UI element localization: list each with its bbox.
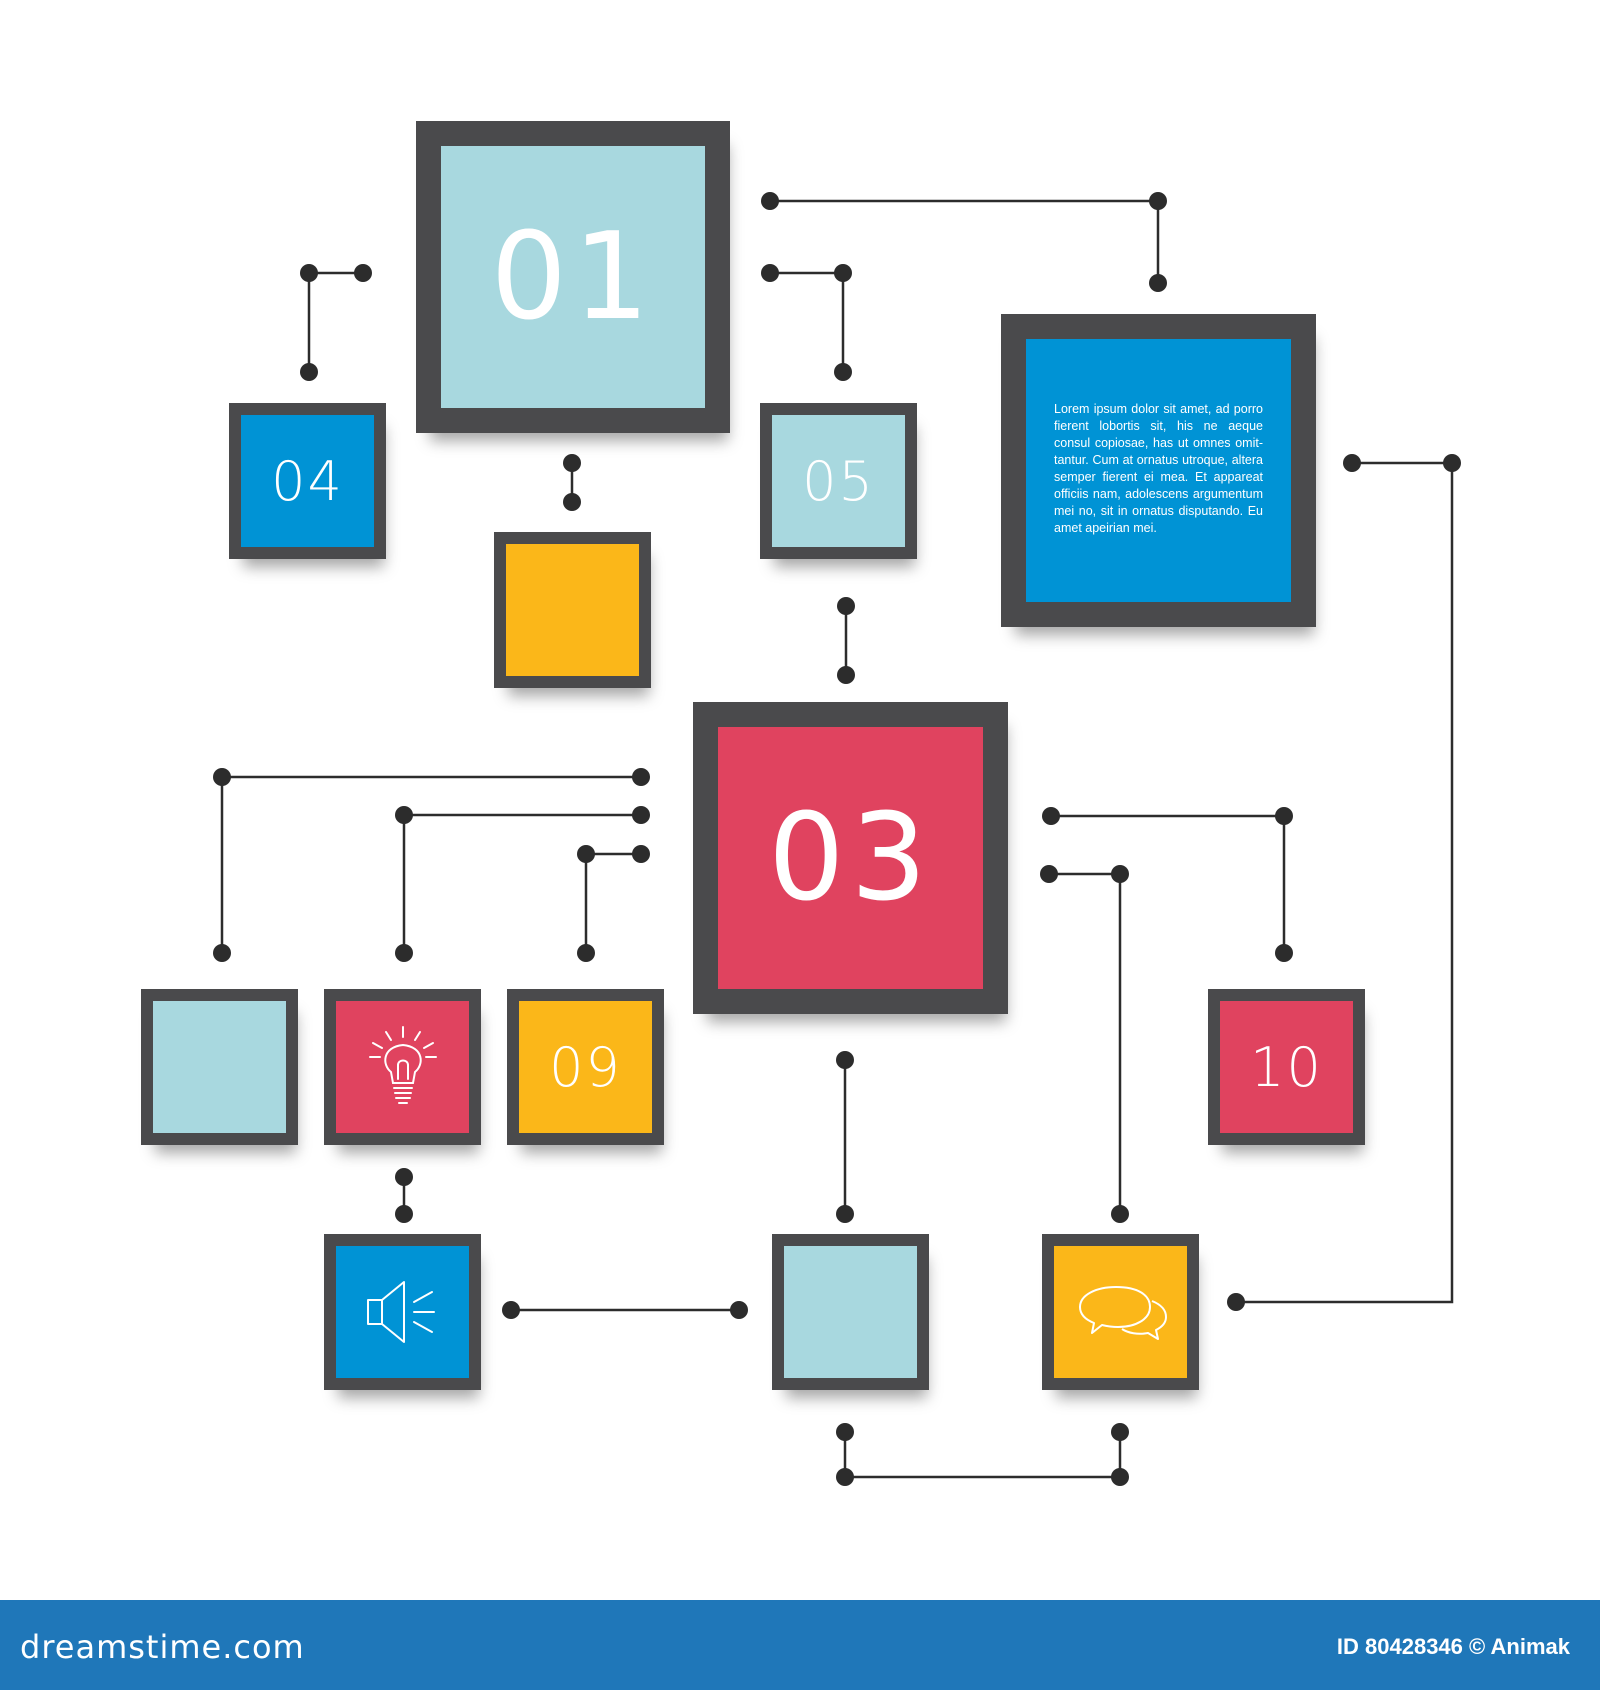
box-05: 05 [760,403,917,559]
box-10-number: 10 [1250,1035,1323,1099]
connector-01-05 [770,271,845,372]
chat-bubbles-icon [1078,1286,1167,1340]
connector-03-10 [1051,814,1286,953]
connector-lightblue-chat [843,1432,1122,1479]
connector-01-04 [307,271,363,372]
connector-textbox-chat [1236,461,1454,1304]
box-03: 03 [693,702,1008,1014]
box-lightblue-bottom [772,1234,929,1390]
text-box: Lorem ipsum dolor sit amet, ad porro fie… [1001,314,1316,627]
box-yellow-top [494,532,651,688]
box-chat [1042,1234,1199,1390]
box-01: 01 [416,121,730,433]
box-10: 10 [1208,989,1365,1145]
box-09: 09 [507,989,664,1145]
footer-credit: ID 80428346 © Animak [1336,1634,1570,1659]
connector-03-chat [1049,872,1122,1214]
connector-01-textbox [770,199,1160,283]
connector-03-09 [584,852,641,953]
box-01-number: 01 [490,207,656,347]
lightbulb-icon [368,1026,437,1104]
footer-bar: dreamstime.com ID 80428346 © Animak [0,1600,1600,1690]
box-speaker [324,1234,481,1390]
box-04: 04 [229,403,386,559]
footer-brand: dreamstime.com [20,1628,305,1666]
box-05-number: 05 [802,449,875,513]
box-09-number: 09 [549,1035,622,1099]
box-03-number: 03 [768,788,933,928]
connector-lines [213,192,1461,1486]
connector-03-lightblue-left [220,775,641,953]
speaker-icon [366,1281,435,1343]
box-bulb [324,989,481,1145]
connector-03-bulb [402,813,641,953]
box-lightblue-left [141,989,298,1145]
text-box-paragraph: Lorem ipsum dolor sit amet, ad porro fie… [1054,402,1263,535]
box-04-number: 04 [271,449,344,513]
